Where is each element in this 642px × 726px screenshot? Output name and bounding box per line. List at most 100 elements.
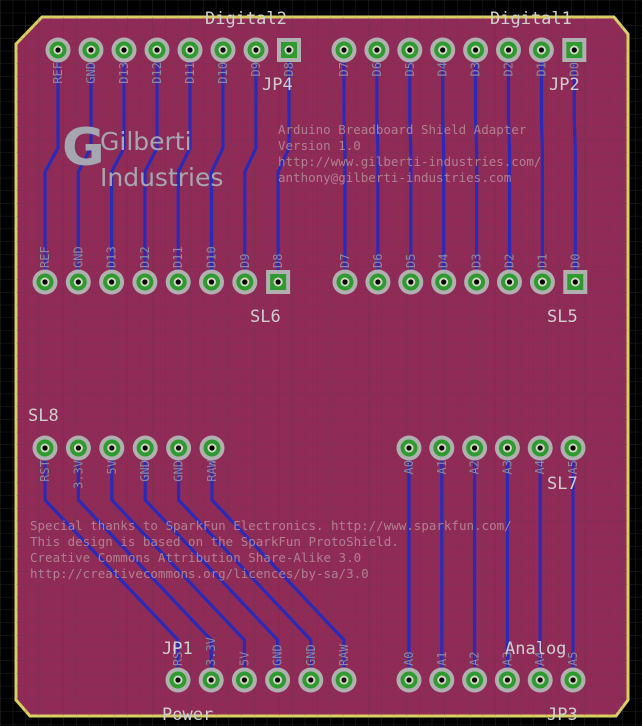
pad-mid-left-pin-d11[interactable] — [165, 269, 191, 295]
pad-mid-right-pin-d4[interactable] — [431, 269, 457, 295]
pin-label-top-left-pin-d13: D13 — [117, 62, 131, 84]
pad-top-left-pin-d10[interactable] — [210, 37, 236, 63]
trace-power-33v — [76, 446, 213, 682]
pad-mid-right-pin-d7[interactable] — [332, 269, 358, 295]
logo-initial-g: G — [62, 118, 105, 178]
ref-sl7: SL7 — [547, 474, 578, 494]
board-info-line-1: Arduino Breadboard Shield Adapter — [278, 122, 527, 137]
pin-label-power-upper-pin-rst: RST — [38, 460, 52, 482]
pad-mid-right-pin-d0[interactable] — [563, 270, 588, 294]
pin-label-power-lower-pin-rst: RST — [171, 644, 185, 666]
pin-label-power-upper-pin-gnd: GND — [138, 460, 152, 482]
pin-label-analog-upper-pin-a1: A1 — [435, 460, 449, 474]
pin-label-mid-left-pin-d8: D8 — [271, 254, 285, 268]
pad-analog-upper-pin-a3[interactable] — [494, 435, 520, 461]
pad-power-upper-pin-gnd[interactable] — [132, 435, 158, 461]
pad-analog-lower-pin-a2[interactable] — [462, 667, 488, 693]
pad-power-upper-pin-rst[interactable] — [32, 435, 58, 461]
pads-layer — [32, 37, 588, 693]
pad-top-right-pin-d0[interactable] — [562, 38, 587, 62]
pad-top-left-pin-d12[interactable] — [144, 37, 170, 63]
pin-label-power-upper-pin-raw: RAW — [205, 459, 219, 481]
trace-d7 — [342, 48, 347, 284]
pad-top-right-pin-d6[interactable] — [364, 37, 390, 63]
pad-analog-lower-pin-a1[interactable] — [429, 667, 455, 693]
pad-top-right-pin-d2[interactable] — [496, 37, 521, 63]
pad-analog-upper-pin-a4[interactable] — [527, 435, 553, 461]
pin-label-top-left-pin-gnd: GND — [84, 62, 98, 84]
pad-mid-left-pin-gnd[interactable] — [65, 269, 91, 295]
pad-mid-left-pin-d10[interactable] — [199, 269, 224, 295]
pin-label-mid-right-pin-d4: D4 — [437, 254, 451, 268]
pad-power-lower-pin-gnd[interactable] — [265, 667, 291, 693]
pad-mid-left-pin-d9[interactable] — [232, 269, 258, 295]
pin-label-mid-right-pin-d6: D6 — [371, 254, 385, 268]
pin-label-analog-lower-pin-a1: A1 — [435, 652, 449, 666]
pin-label-power-upper-pin-gnd: GND — [172, 460, 186, 482]
trace-d4 — [441, 48, 446, 284]
credits-line-3: Creative Commons Attribution Share-Alike… — [30, 550, 361, 565]
trace-power-raw — [210, 446, 346, 682]
pin-label-mid-left-pin-d10: D10 — [205, 246, 219, 268]
pad-top-left-pin-d13[interactable] — [111, 37, 137, 63]
pad-analog-lower-pin-a4[interactable] — [527, 667, 553, 693]
header-title-digital1: Digital1 — [490, 9, 572, 29]
pad-analog-upper-pin-a5[interactable] — [560, 435, 586, 461]
pad-top-left-pin-ref[interactable] — [45, 37, 71, 63]
traces-layer — [43, 48, 577, 682]
pad-mid-right-pin-d5[interactable] — [398, 269, 424, 295]
pad-top-left-pin-d8[interactable] — [277, 38, 301, 62]
pad-mid-right-pin-d6[interactable] — [365, 269, 391, 295]
pin-label-mid-right-pin-d5: D5 — [404, 254, 418, 268]
pad-top-right-pin-d5[interactable] — [397, 37, 423, 63]
pad-mid-right-pin-d2[interactable] — [497, 269, 522, 295]
pin-label-analog-lower-pin-a5: A5 — [566, 652, 580, 666]
pad-power-upper-pin-gnd[interactable] — [166, 435, 192, 461]
pad-mid-left-pin-d13[interactable] — [99, 269, 125, 295]
trace-d12 — [143, 48, 159, 284]
pad-power-upper-pin-33v[interactable] — [65, 435, 91, 461]
pin-label-analog-lower-pin-a4: A4 — [533, 652, 547, 666]
pad-power-upper-pin-5v[interactable] — [99, 435, 125, 461]
board-info-line-3: http://www.gilberti-industries.com/ — [278, 154, 541, 169]
pad-top-right-pin-d1[interactable] — [528, 37, 554, 63]
pin-label-analog-upper-pin-a4: A4 — [533, 460, 547, 474]
trace-power-rst — [43, 446, 180, 682]
ref-jp1: JP1 — [162, 639, 193, 659]
pad-analog-upper-pin-a1[interactable] — [429, 435, 455, 461]
pad-top-right-pin-d7[interactable] — [331, 37, 357, 63]
pin-label-top-right-pin-d5: D5 — [403, 62, 417, 76]
pad-top-left-pin-d11[interactable] — [177, 37, 203, 63]
trace-d11 — [176, 48, 192, 284]
pin-label-top-right-pin-d7: D7 — [337, 62, 351, 76]
pad-mid-left-pin-d12[interactable] — [132, 269, 158, 295]
pad-top-left-pin-d9[interactable] — [243, 37, 269, 63]
pad-mid-right-pin-d1[interactable] — [529, 269, 555, 295]
credits-line-4: http://creativecommons.org/licences/by-s… — [30, 566, 369, 581]
pad-top-right-pin-d3[interactable] — [463, 37, 489, 63]
pad-mid-right-pin-d3[interactable] — [464, 269, 490, 295]
pad-power-lower-pin-rst[interactable] — [165, 667, 191, 693]
pin-label-analog-lower-pin-a0: A0 — [402, 652, 416, 666]
pin-label-analog-upper-pin-a3: A3 — [500, 460, 514, 474]
header-title-analog: Analog — [505, 639, 566, 659]
pad-top-right-pin-d4[interactable] — [430, 37, 456, 63]
board-info-block: Arduino Breadboard Shield Adapter Versio… — [278, 122, 541, 185]
pad-power-lower-pin-raw[interactable] — [331, 667, 357, 693]
pad-analog-lower-pin-a3[interactable] — [494, 667, 520, 693]
pin-label-power-lower-pin-33v: 3.3V — [204, 637, 218, 666]
pad-power-lower-pin-33v[interactable] — [198, 667, 224, 693]
pad-power-upper-pin-raw[interactable] — [199, 435, 225, 461]
pad-power-lower-pin-gnd[interactable] — [298, 667, 324, 693]
pad-analog-lower-pin-a5[interactable] — [560, 667, 586, 693]
ref-sl6: SL6 — [250, 307, 281, 327]
pad-power-lower-pin-5v[interactable] — [231, 667, 257, 693]
pad-mid-left-pin-ref[interactable] — [32, 269, 58, 295]
pad-analog-upper-pin-a0[interactable] — [396, 435, 422, 461]
pad-analog-upper-pin-a2[interactable] — [462, 435, 488, 461]
pad-top-left-pin-gnd[interactable] — [78, 37, 104, 63]
trace-ref — [43, 48, 60, 284]
pad-mid-left-pin-d8[interactable] — [266, 270, 291, 294]
pad-analog-lower-pin-a0[interactable] — [396, 667, 422, 693]
